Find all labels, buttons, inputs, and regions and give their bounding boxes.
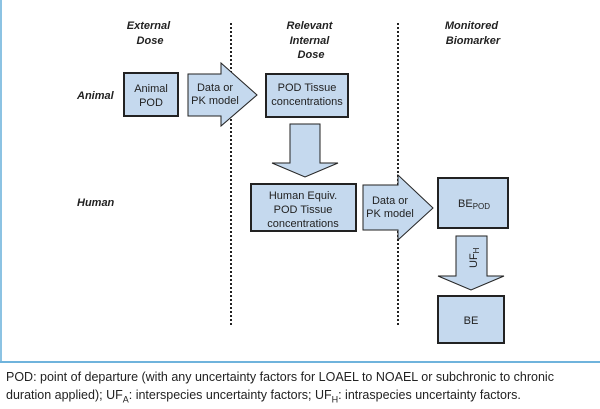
be-pod-box: BEPOD [437,177,509,229]
svg-text:BE: BE [464,315,479,327]
svg-text:UFH: UFH [468,247,481,268]
caption-separator [0,361,600,363]
header-external-dose: External Dose [127,20,173,47]
header-monitored-biomarker: Monitored Biomarker [445,20,501,47]
row-label-human: Human [77,197,115,209]
uf-h-arrow: UFH [437,235,505,291]
caption: POD: point of departure (with any uncert… [6,370,554,405]
diagram: External Dose Relevant Internal Dose Mon… [76,20,509,344]
svg-text:BEPOD: BEPOD [458,198,490,211]
header-relevant-internal-dose: Relevant Internal Dose [287,20,336,61]
row-label-animal: Animal [76,90,115,102]
left-accent-bar [0,0,2,361]
down-arrow-interspecies [271,123,339,178]
be-box: BE [437,295,505,344]
